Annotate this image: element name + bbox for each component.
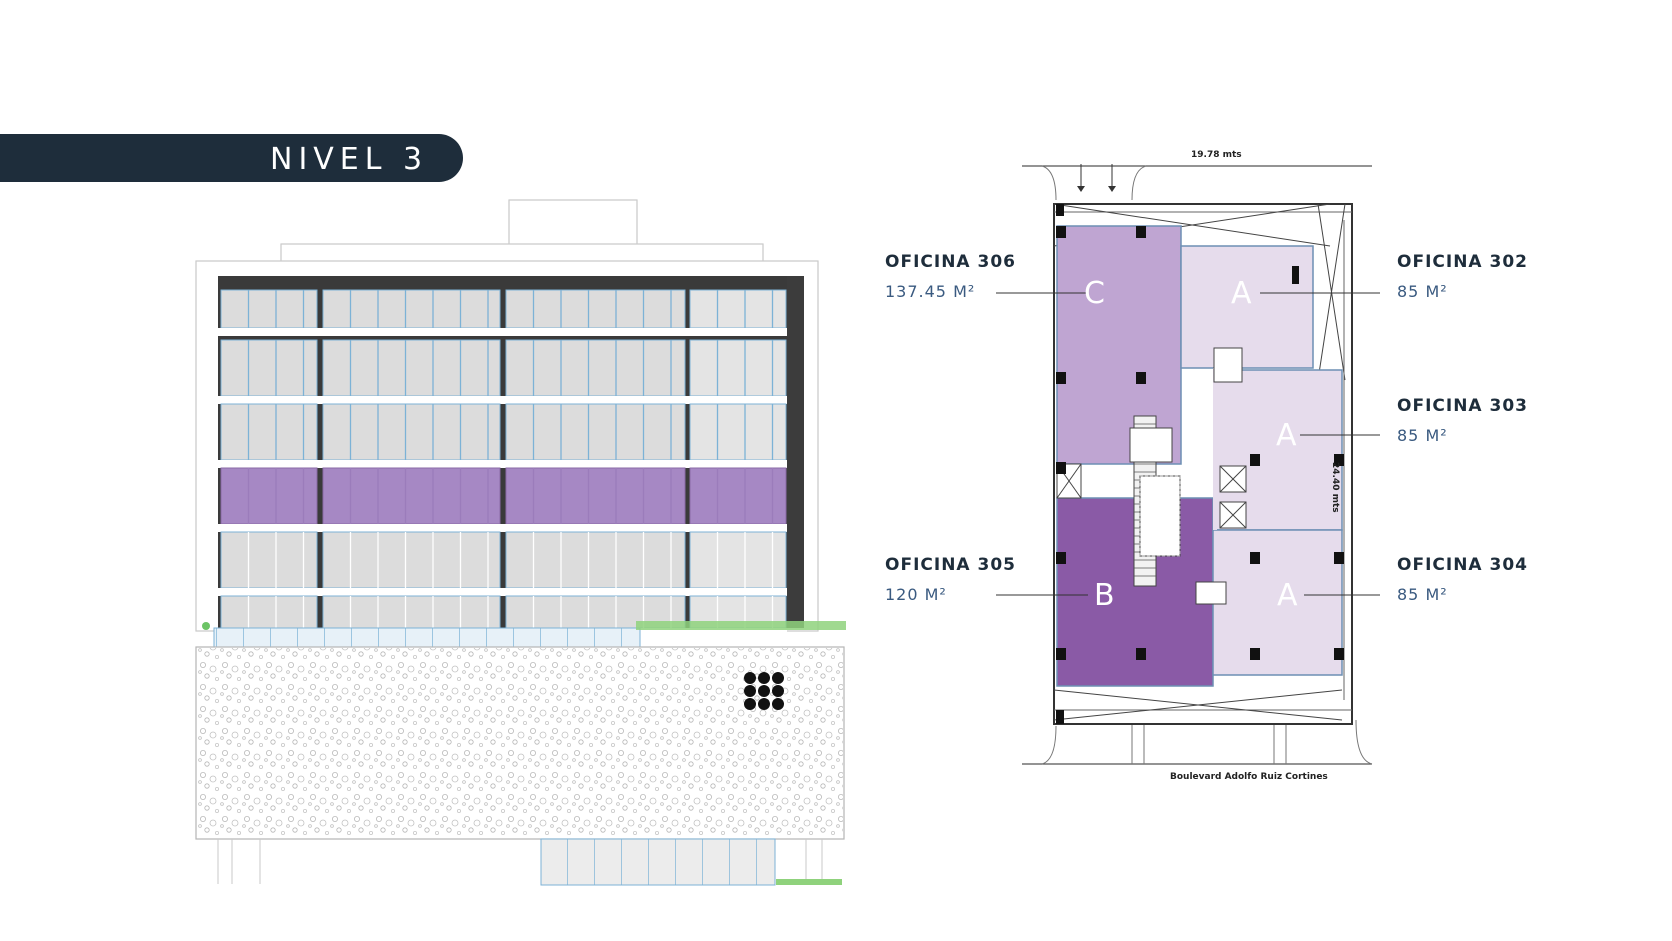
- floor-bay: [689, 289, 787, 329]
- shrub-icon: [202, 622, 210, 630]
- floor-bay: [322, 595, 501, 629]
- office-304-area: 85 M²: [1397, 585, 1448, 604]
- floor-bay: [505, 403, 686, 461]
- office-304-name: OFICINA 304: [1397, 555, 1528, 575]
- arrow-down-icon: [1077, 186, 1085, 192]
- floor-slab: [218, 588, 787, 596]
- office-306-area: 137.45 M²: [885, 282, 976, 301]
- logo-dots-icon: [744, 672, 784, 710]
- office-302-name: OFICINA 302: [1397, 252, 1528, 272]
- floor-bay: [322, 403, 501, 461]
- floor-bay: [220, 339, 318, 397]
- office-305-area: 120 M²: [885, 585, 947, 604]
- width-dimension: 19.78 mts: [1191, 150, 1242, 160]
- unit-302[interactable]: [1180, 245, 1314, 369]
- unit-306-type: C: [1084, 276, 1105, 311]
- arrow-down-icon: [1108, 186, 1116, 192]
- floor-bay: [689, 403, 787, 461]
- unit-302-type: A: [1231, 276, 1252, 311]
- office-306-name: OFICINA 306: [885, 252, 1016, 272]
- floor-bay: [220, 403, 318, 461]
- unit-303-type: A: [1276, 418, 1297, 453]
- floor-bay: [505, 531, 686, 589]
- floor-bay: [689, 339, 787, 397]
- floor-bay: [505, 339, 686, 397]
- floor-slab: [218, 328, 787, 336]
- unit-305-type: B: [1094, 578, 1115, 613]
- floor-bay: [689, 531, 787, 589]
- page-title: NIVEL 3: [270, 142, 429, 177]
- floor-bay: [322, 531, 501, 589]
- floor-bay: [220, 289, 318, 329]
- floor-slab: [218, 524, 787, 532]
- unit-304[interactable]: [1212, 529, 1343, 676]
- selected-floor-bay[interactable]: [505, 467, 686, 525]
- floor-bay: [322, 339, 501, 397]
- unit-304-type: A: [1277, 578, 1298, 613]
- office-305-name: OFICINA 305: [885, 555, 1016, 575]
- office-303-name: OFICINA 303: [1397, 396, 1528, 416]
- floor-slab: [218, 396, 787, 404]
- floor-bay: [505, 289, 686, 329]
- height-dimension: 24.40 mts: [1330, 462, 1340, 513]
- selected-floor-bay[interactable]: [220, 467, 318, 525]
- unit-306[interactable]: [1056, 225, 1182, 465]
- office-302-area: 85 M²: [1397, 282, 1448, 301]
- floor-slab: [218, 460, 787, 468]
- street-label: Boulevard Adolfo Ruiz Cortines: [1170, 772, 1328, 782]
- office-303-area: 85 M²: [1397, 426, 1448, 445]
- floor-bay: [322, 289, 501, 329]
- level-title-bar: NIVEL 3: [0, 134, 463, 182]
